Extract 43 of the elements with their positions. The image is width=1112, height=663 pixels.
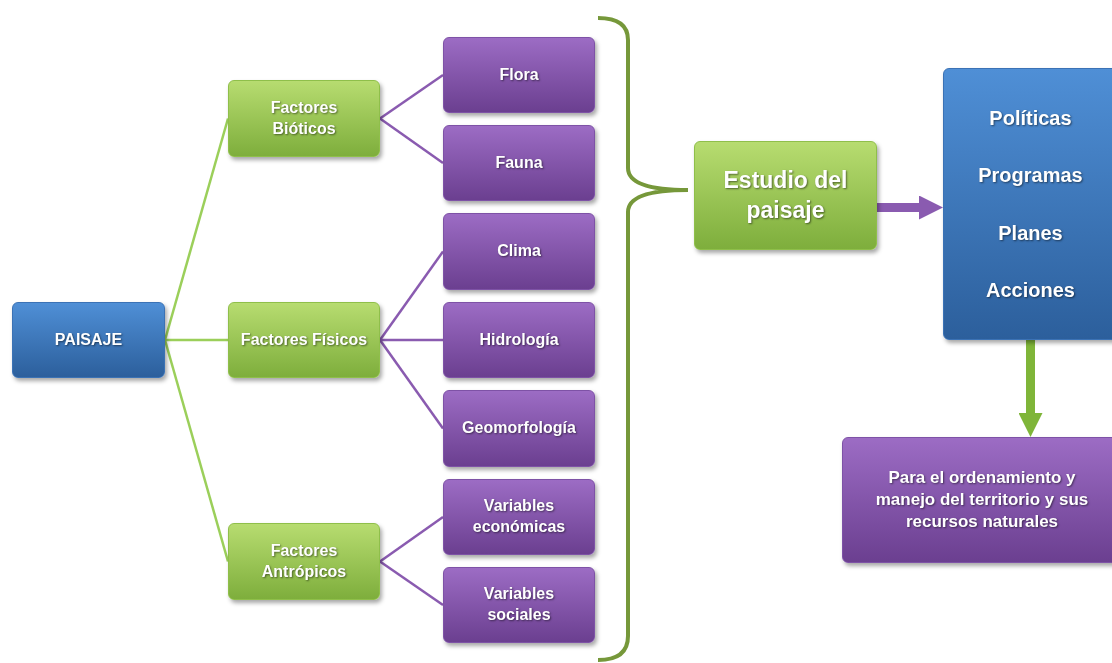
- process-box: [842, 437, 1112, 563]
- block-arrow: [1018, 340, 1043, 437]
- node-text: Hidrología: [479, 329, 559, 350]
- process-box: [443, 302, 595, 378]
- process-box: [443, 567, 595, 643]
- connector-line: [379, 250, 444, 341]
- node-text: Políticas: [989, 105, 1072, 131]
- process-box: [443, 213, 595, 290]
- node-text: Variables sociales: [482, 584, 556, 625]
- connector-line: [379, 117, 444, 165]
- node-text: PAISAJE: [54, 329, 123, 350]
- connector-line: [379, 560, 444, 607]
- node-text: Flora: [499, 64, 539, 85]
- node-text: Programas: [978, 163, 1083, 189]
- process-box: [943, 68, 1112, 340]
- process-box: [443, 479, 595, 555]
- connector-line: [165, 338, 228, 342]
- connector-line: [163, 118, 230, 341]
- node-text: Para el ordenamiento y manejo del territorio y sus recursos naturales: [874, 466, 1090, 534]
- connector-line: [379, 339, 444, 430]
- node-text: Factores Antrópicos: [260, 540, 348, 582]
- process-box: [12, 302, 165, 378]
- process-box: [443, 125, 595, 201]
- process-box: [443, 37, 595, 113]
- process-box: [694, 141, 877, 250]
- node-text: Factores Bióticos: [269, 97, 339, 139]
- node-text: Estudio del paisaje: [722, 165, 849, 225]
- node-text: Planes: [998, 220, 1063, 246]
- connector-line: [379, 515, 444, 563]
- process-box: [228, 302, 380, 378]
- process-box: [228, 80, 380, 157]
- connector-line: [379, 73, 444, 120]
- process-box: [228, 523, 380, 600]
- connector-line: [380, 338, 443, 342]
- node-text: Geomorfología: [462, 418, 576, 439]
- node-text: Variables económicas: [471, 496, 567, 537]
- node-text: Factores Físicos: [240, 329, 368, 350]
- block-arrow: [877, 195, 943, 220]
- process-box: [443, 390, 595, 467]
- connector-line: [163, 339, 230, 562]
- node-text: Fauna: [495, 152, 543, 173]
- node-text: Acciones: [986, 278, 1075, 304]
- node-text: Clima: [497, 241, 541, 262]
